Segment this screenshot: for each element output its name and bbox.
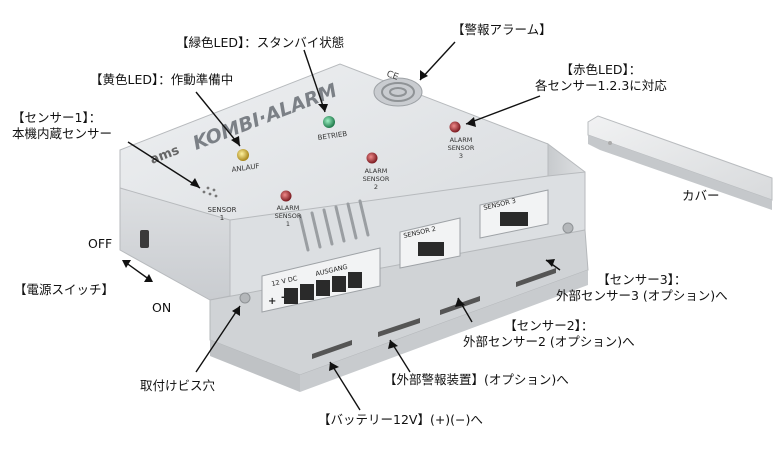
- mount-hole-left: [239, 292, 251, 304]
- svg-text:SENSOR: SENSOR: [448, 144, 475, 152]
- led-label-sensor1: ALARM SENSOR 1: [275, 204, 302, 228]
- mount-hole-right: [562, 222, 574, 234]
- label-sensor1: 【センサー1】： 本機内蔵センサー: [12, 110, 113, 141]
- label-power-switch: 【電源スイッチ】: [14, 282, 115, 297]
- label-off: OFF: [88, 236, 113, 251]
- cable-slots: [312, 268, 556, 359]
- terminal-label-plus: +: [268, 296, 276, 307]
- sensor2-terminal-block: [418, 242, 444, 256]
- sensor3-terminal-block: [500, 212, 528, 226]
- label-green-led: 【緑色LED】：スタンバイ状態: [176, 35, 345, 50]
- device-body: CE: [119, 63, 589, 392]
- svg-text:ALARM: ALARM: [450, 136, 473, 144]
- led-label-sensor3: ALARM SENSOR 3: [448, 136, 475, 160]
- label-battery: 【バッテリー12V】(+)(−)へ: [318, 412, 483, 427]
- sensor1-label: SENSOR 1: [208, 206, 237, 222]
- alarm-speaker: [373, 77, 423, 107]
- svg-text:SENSOR: SENSOR: [275, 212, 302, 220]
- svg-text:SENSOR: SENSOR: [363, 175, 390, 183]
- led-red-sensor1: [280, 190, 292, 202]
- svg-text:SENSOR: SENSOR: [208, 206, 237, 214]
- svg-text:1: 1: [220, 214, 224, 222]
- led-label-sensor2: ALARM SENSOR 2: [363, 167, 390, 191]
- svg-text:1: 1: [286, 220, 290, 228]
- svg-text:3: 3: [459, 152, 463, 160]
- label-cover: カバー: [682, 188, 720, 203]
- svg-text:ALARM: ALARM: [277, 204, 300, 212]
- sensor1-grille: [202, 186, 218, 198]
- power-switch[interactable]: [140, 230, 149, 248]
- label-red-led: 【赤色LED】： 各センサー1.2.3に対応: [535, 62, 667, 93]
- label-mount-hole: 取付けビス穴: [140, 378, 216, 393]
- vent-slots: [298, 199, 370, 252]
- led-yellow: [237, 149, 249, 161]
- callout-arrowheads: [122, 70, 555, 371]
- label-sensor3: 【センサー3】： 外部センサー3 (オプション)へ: [556, 272, 728, 303]
- label-on: ON: [152, 300, 172, 315]
- label-external-alarm: 【外部警報装置】(オプション)へ: [384, 372, 569, 387]
- power-terminal-block: [284, 272, 362, 304]
- label-alarm: 【警報アラーム】: [452, 22, 552, 37]
- ce-mark: CE: [385, 69, 400, 83]
- svg-text:ALARM: ALARM: [365, 167, 388, 175]
- label-sensor2: 【センサー2】： 外部センサー2 (オプション)へ: [463, 318, 635, 349]
- terminal-label-minus: -: [281, 292, 285, 303]
- led-green: [323, 116, 335, 128]
- led-red-sensor2: [366, 152, 378, 164]
- label-yellow-led: 【黄色LED】：作動準備中: [90, 72, 234, 87]
- cover-panel: [587, 115, 773, 210]
- callout-lines: [124, 41, 561, 411]
- led-red-sensor3: [449, 121, 461, 133]
- led-label-anlauf: ANLAUF: [231, 162, 260, 174]
- svg-text:2: 2: [374, 183, 378, 191]
